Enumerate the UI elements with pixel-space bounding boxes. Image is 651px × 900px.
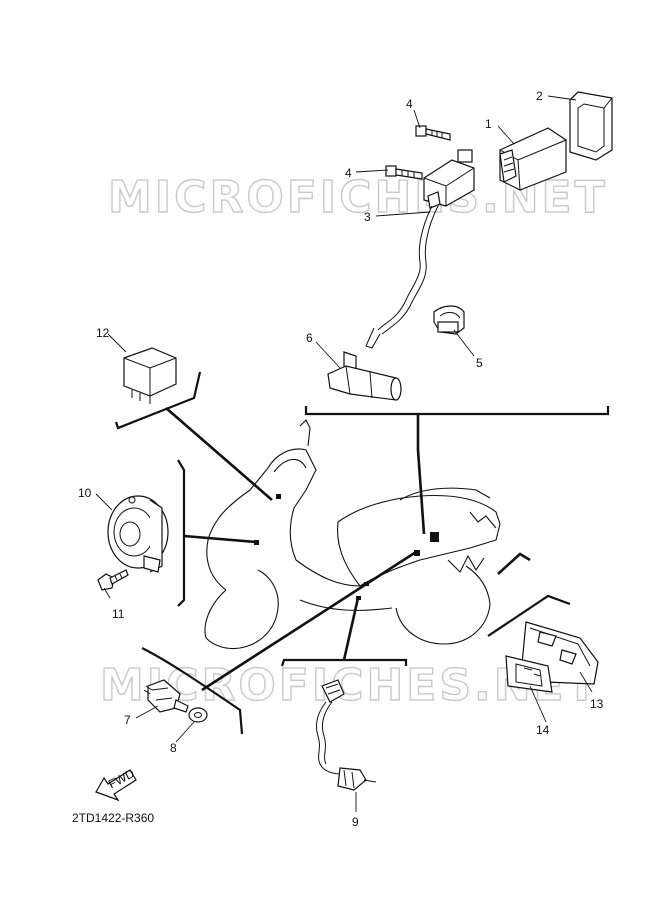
callout-11: 11 — [112, 607, 125, 621]
callout-3: 3 — [364, 210, 371, 224]
part-lens — [505, 655, 553, 693]
callout-1: 1 — [485, 117, 492, 131]
part-horn — [107, 495, 169, 573]
drawing-code: 2TD1422-R360 — [72, 811, 154, 825]
callout-6: 6 — [306, 331, 313, 345]
part-clamp — [433, 305, 465, 335]
pointer-lines — [165, 407, 531, 692]
part-relay — [123, 347, 177, 404]
part-cdi-unit — [499, 127, 567, 191]
part-sensor — [315, 679, 377, 791]
callout-14: 14 — [536, 723, 550, 737]
scooter-outline — [204, 419, 501, 650]
callout-numbers: 1 2 3 4 4 5 6 7 8 9 10 11 12 13 14 — [78, 89, 604, 829]
leader-lines — [95, 95, 593, 812]
part-washer — [188, 707, 208, 723]
fwd-arrow: FWD — [95, 766, 137, 802]
part-plug-cap — [327, 351, 402, 401]
part-ignition-coil — [365, 149, 475, 349]
part-bolt-upper — [415, 125, 451, 141]
part-switch — [143, 679, 189, 713]
callout-4b: 4 — [345, 166, 352, 180]
group-brackets — [114, 371, 610, 735]
callout-12: 12 — [96, 326, 110, 340]
part-bolt-lower — [385, 165, 423, 180]
part-screw — [97, 569, 129, 591]
callout-9: 9 — [352, 815, 359, 829]
callout-10: 10 — [78, 486, 92, 500]
callout-7: 7 — [124, 713, 131, 727]
part-cover — [569, 91, 613, 161]
callout-13: 13 — [590, 697, 604, 711]
callout-4a: 4 — [406, 97, 413, 111]
callout-5: 5 — [476, 356, 483, 370]
callout-8: 8 — [170, 741, 177, 755]
callout-2: 2 — [536, 89, 543, 103]
